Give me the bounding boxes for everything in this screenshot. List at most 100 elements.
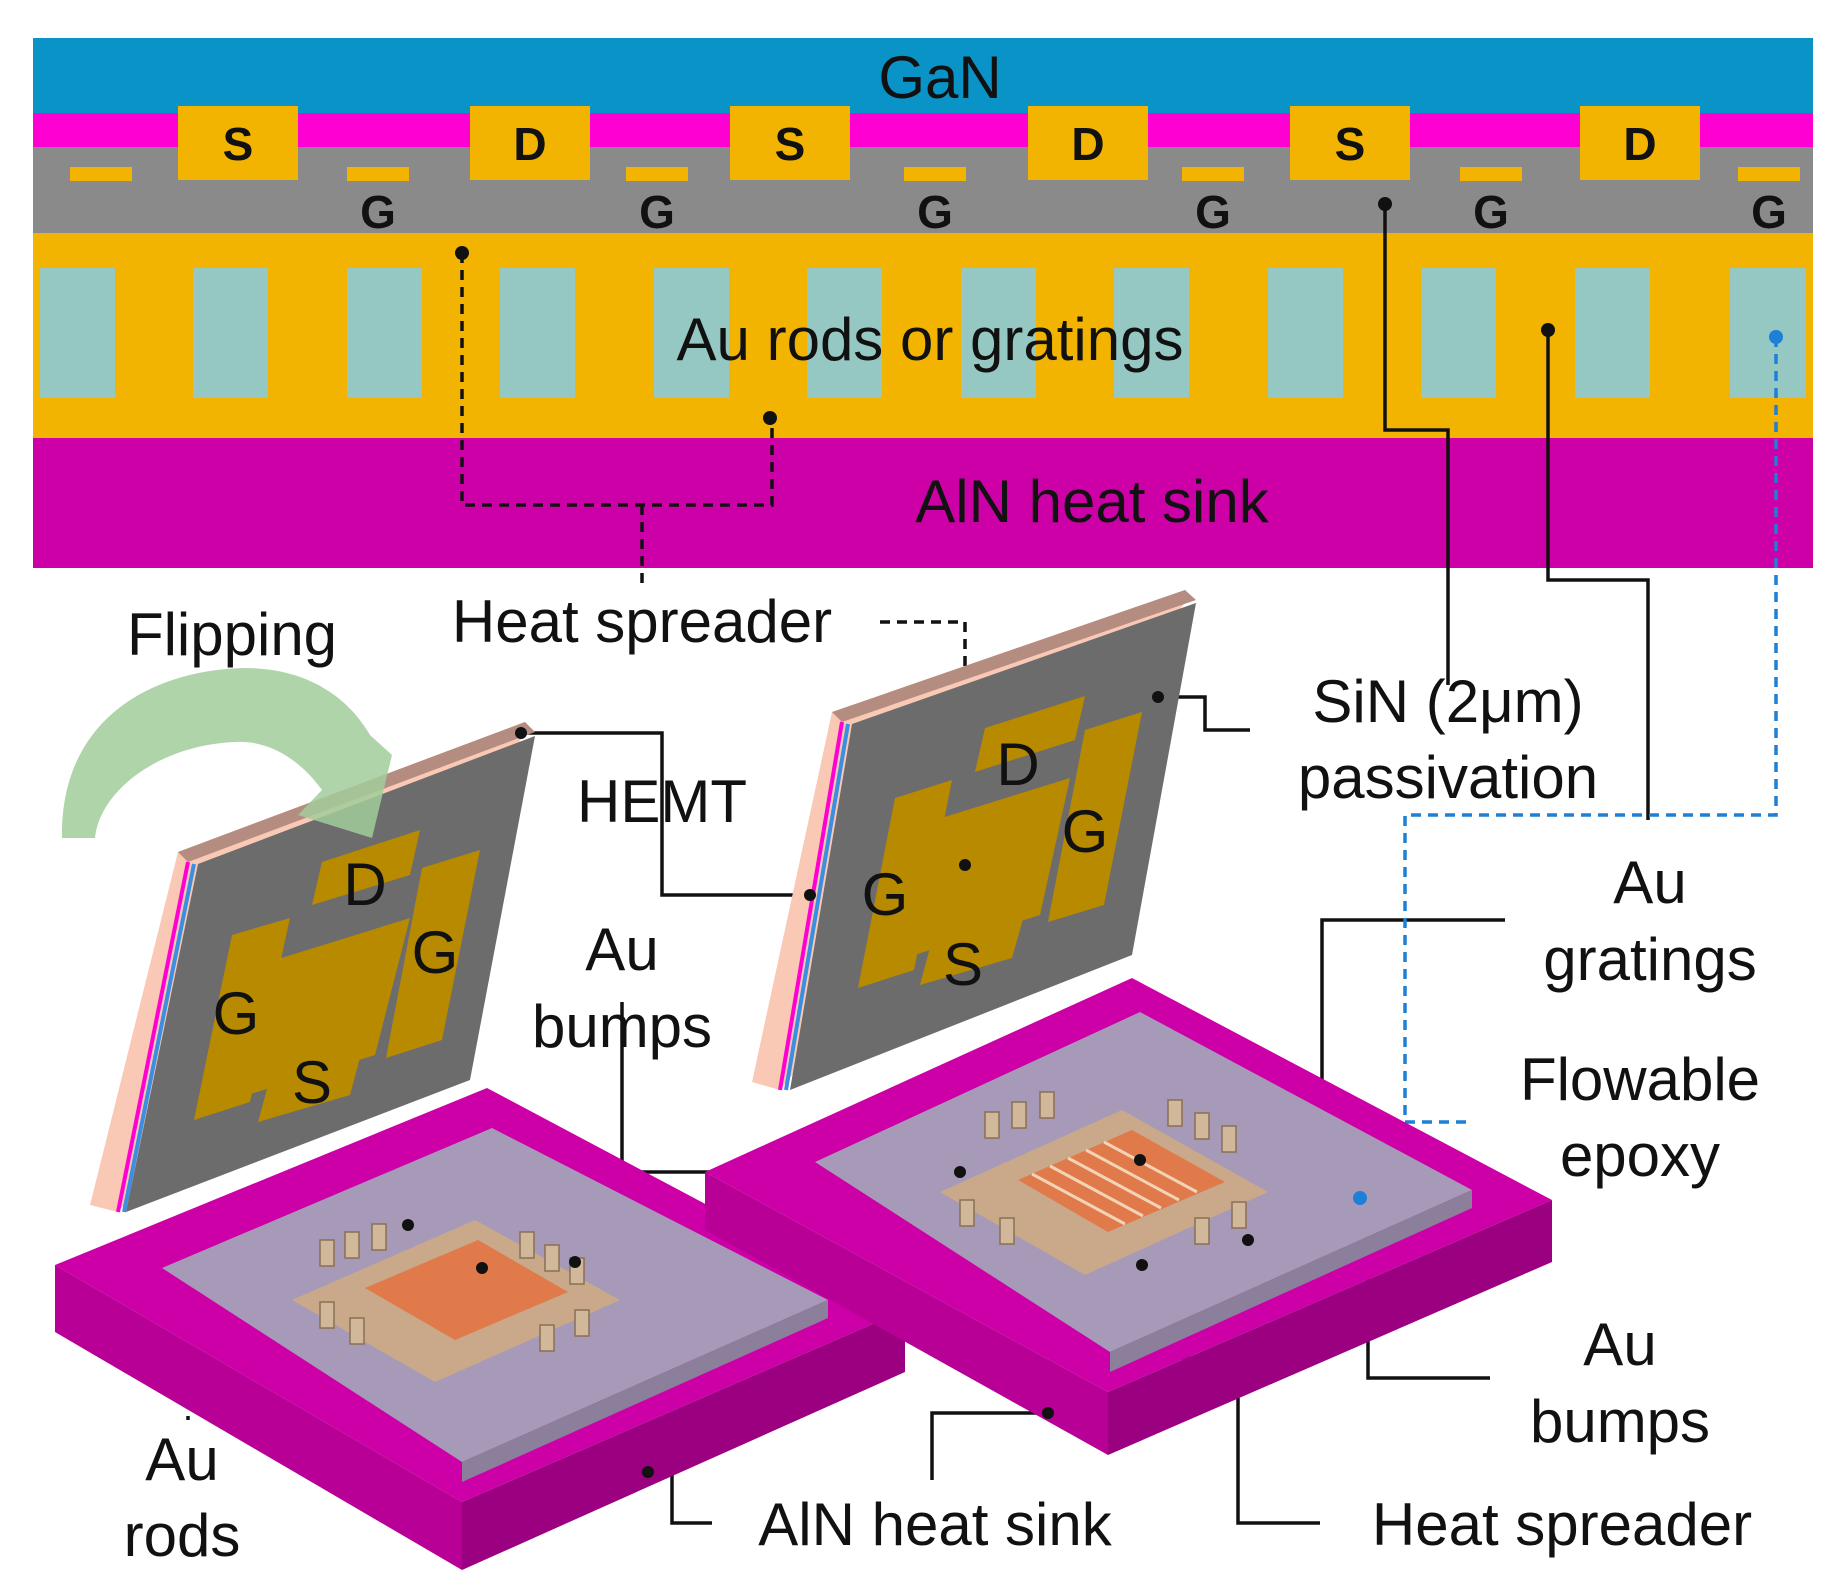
sd-label-4: D <box>1071 118 1104 170</box>
right-bump <box>999 1217 1015 1245</box>
right-chip-g1: G <box>862 861 909 928</box>
leader-heat-spreader <box>460 253 774 507</box>
right-chip-dot-sin <box>1152 691 1164 703</box>
magenta-layer <box>33 113 1813 147</box>
rod-2 <box>193 268 268 398</box>
sd-pad-2 <box>470 106 590 180</box>
rod-7 <box>961 268 1036 398</box>
left-pad-center <box>238 918 410 1098</box>
left-chip-stripe-2 <box>122 863 196 1213</box>
right-chip-dot-spreader <box>959 859 971 871</box>
rod-5 <box>654 268 729 398</box>
sd-pad-5 <box>1290 106 1410 180</box>
left-chip-d: D <box>343 851 386 918</box>
right-chip-pads <box>858 696 1142 988</box>
right-chip-d: D <box>996 731 1039 798</box>
left-chip-stripe-1 <box>116 861 190 1213</box>
left-dot-bump-b <box>569 1256 581 1268</box>
sd-pad-6 <box>1580 106 1700 180</box>
aln-heat-sink-layer <box>33 438 1813 568</box>
rod-4 <box>500 268 575 398</box>
sd-label-3: S <box>775 118 806 170</box>
left-bump <box>319 1301 335 1329</box>
gate-bar-4 <box>1182 167 1244 181</box>
left-bump <box>539 1324 555 1352</box>
left-bump <box>371 1223 387 1251</box>
sd-labels: S D S D S D <box>223 118 1657 170</box>
grating-line <box>1103 1140 1198 1194</box>
gate-label-4: G <box>1195 186 1231 238</box>
right-dot-aln <box>1042 1407 1054 1419</box>
right-sink-front <box>705 1172 1108 1455</box>
gan-layer <box>33 38 1813 113</box>
rod-11 <box>1575 268 1650 398</box>
rod-10 <box>1421 268 1496 398</box>
right-pad-gate-left <box>858 780 952 988</box>
right-dot-bumps-2 <box>1242 1234 1254 1246</box>
grating-line <box>1031 1172 1126 1226</box>
label-au-rods-2: rods <box>124 1502 241 1569</box>
heat-spreader-layer <box>33 233 1813 438</box>
grating-line <box>1067 1156 1162 1210</box>
right-chip-dot-hemt <box>804 889 816 901</box>
sd-label-5: S <box>1335 118 1366 170</box>
rod-1 <box>40 268 115 398</box>
label-au-bumps-right-2: bumps <box>1530 1388 1710 1455</box>
right-bumps <box>959 1091 1247 1245</box>
left-pad-gate-right <box>386 850 480 1058</box>
rod-6 <box>807 268 882 398</box>
rods-label: Au rods or gratings <box>677 306 1184 373</box>
left-bump <box>349 1317 365 1345</box>
left-chip-s: S <box>292 1049 332 1116</box>
labels: Heat spreader HEMT SiN (2μm) passivation… <box>124 588 1760 1569</box>
label-heat-spreader-top: Heat spreader <box>452 588 832 655</box>
gate-label-5: G <box>1473 186 1509 238</box>
left-pad-gate-left <box>194 918 290 1120</box>
left-chip-g1: G <box>213 980 260 1047</box>
right-pad-center <box>905 778 1070 958</box>
left-chip-pads <box>194 830 480 1122</box>
right-dot-epoxy <box>1353 1191 1367 1205</box>
right-chip-stripe-2 <box>784 723 850 1091</box>
label-sin-1: SiN (2μm) <box>1312 668 1583 735</box>
left-bump <box>319 1239 335 1267</box>
right-bump <box>1167 1099 1183 1127</box>
grating-line <box>1049 1164 1144 1218</box>
right-dot-bumps <box>954 1166 966 1178</box>
leader-sin-chip <box>1158 695 1250 732</box>
right-chip-top-edge <box>832 590 1196 722</box>
label-au-bumps-left-1: Au <box>585 916 658 983</box>
left-substrate <box>55 1088 905 1570</box>
leader-aln-right <box>930 1411 1048 1480</box>
right-chip-g2: G <box>1062 798 1109 865</box>
au-rods-row <box>40 268 1806 398</box>
left-chip-dot <box>515 727 527 739</box>
right-chip-stripe-1 <box>778 721 844 1091</box>
gate-bar-3 <box>904 167 966 181</box>
dot-spreader-mid <box>763 411 777 425</box>
left-bump <box>574 1309 590 1337</box>
gate-bar-2 <box>626 167 688 181</box>
right-bump <box>959 1199 975 1227</box>
left-bumps <box>319 1223 590 1352</box>
right-hemt-chip: D G G S <box>752 590 1196 1091</box>
right-sink-right <box>1108 1200 1552 1455</box>
label-au-rods-1: Au <box>145 1426 218 1493</box>
gate-bar-5 <box>1460 167 1522 181</box>
left-bump <box>519 1231 535 1259</box>
label-au-gratings-1: Au <box>1613 849 1686 916</box>
gate-labels: G G G G G G <box>360 186 1787 238</box>
left-sink-right <box>462 1310 905 1570</box>
grating-line <box>1085 1148 1180 1202</box>
sd-pad-1 <box>178 106 298 180</box>
right-gratings-region <box>1018 1130 1225 1232</box>
right-pad-source <box>920 912 1025 985</box>
right-chip-s: S <box>943 931 983 998</box>
gate-label-3: G <box>917 186 953 238</box>
label-au-gratings-2: gratings <box>1543 926 1756 993</box>
right-dot-spreader <box>1136 1259 1148 1271</box>
left-bump <box>344 1231 360 1259</box>
cross-section: S D S D S D G G G G G G GaN Au rods or g… <box>33 38 1813 568</box>
left-bump <box>544 1244 560 1272</box>
